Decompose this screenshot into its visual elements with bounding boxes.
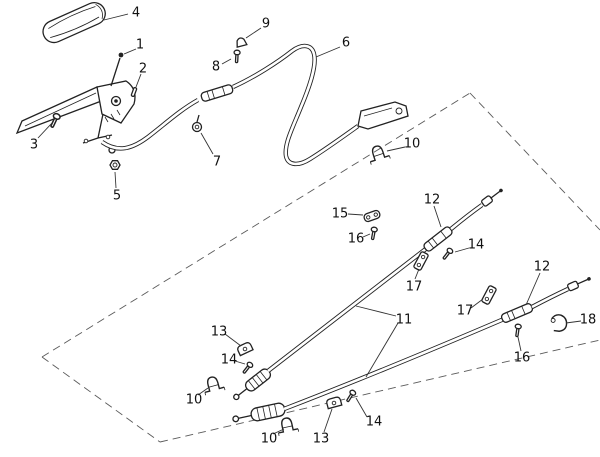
cable-end-rod-lower (566, 274, 593, 292)
callout-1-1: 1 (136, 38, 144, 53)
leader-5 (114, 171, 117, 189)
plane-edge-left (41, 356, 161, 443)
leader-17-upper (414, 268, 420, 280)
callout-2-2: 2 (139, 62, 147, 77)
callout-14-21: 14 (221, 353, 238, 368)
rear-cable-upper (233, 185, 506, 401)
callout-8-4: 8 (212, 60, 220, 75)
callout-10-23: 10 (261, 432, 278, 447)
leader-3 (37, 122, 53, 139)
callout-13-24: 13 (313, 432, 330, 447)
leader-9 (245, 27, 262, 39)
callout-16-12: 16 (348, 232, 365, 247)
leader-lines (37, 13, 582, 435)
callout-17-14: 17 (406, 280, 423, 295)
leader-10-front (386, 146, 406, 152)
release-button (118, 52, 124, 58)
front-cable-end-bracket (357, 101, 409, 130)
leader-16-lower (517, 336, 522, 352)
callout-11-17: 11 (396, 313, 413, 328)
leader-12-upper (433, 205, 442, 228)
callout-14-13: 14 (468, 238, 485, 253)
leader-8 (221, 58, 232, 65)
bracket-17-lower (480, 284, 498, 306)
rear-cable-lower (232, 274, 593, 423)
perspective-plane (41, 92, 600, 443)
leader-10-left (197, 387, 209, 396)
cable-end-boot-upper (233, 368, 272, 401)
leader-1 (123, 48, 137, 55)
leader-2 (135, 73, 142, 88)
callout-12-11: 12 (424, 193, 441, 208)
nut-5 (109, 160, 121, 170)
callout-5-8: 5 (113, 189, 121, 204)
clamp-13-left (235, 340, 254, 357)
leader-15 (347, 213, 364, 216)
callout-16-20: 16 (514, 351, 531, 366)
callout-13-19: 13 (211, 325, 228, 340)
leader-12-lower (525, 272, 541, 306)
callout-7-7: 7 (213, 155, 221, 170)
callout-14-25: 14 (366, 415, 383, 430)
clamp-10-left (200, 373, 226, 396)
leader-17-lower (470, 298, 484, 309)
handbrake-grip (42, 1, 106, 44)
leader-11-a (355, 305, 397, 317)
leader-16-upper (362, 233, 371, 238)
clevis-15 (363, 209, 381, 223)
callout-18-18: 18 (580, 313, 597, 328)
adjuster-12-lower (499, 301, 535, 325)
pin-2 (130, 86, 138, 98)
cable-end-barrel-lower (232, 402, 286, 423)
grommet-7 (191, 114, 203, 133)
callout-6-5: 6 (342, 36, 350, 51)
leader-14-left (234, 360, 246, 365)
leader-14-upper (454, 247, 470, 253)
plane-edge-bottom (159, 339, 600, 443)
leader-4 (103, 13, 129, 21)
lever-body (15, 52, 136, 144)
leader-10-bottom (272, 428, 285, 435)
hook-18 (550, 314, 568, 332)
clamp-10-bottom (275, 415, 300, 437)
front-cable-adjuster (199, 83, 235, 103)
leader-7 (200, 132, 214, 155)
clamp-10-front (365, 142, 391, 166)
leader-13-bottom (323, 408, 333, 433)
leader-6 (315, 46, 341, 58)
plane-edge-top (41, 92, 471, 358)
bolt-16-upper (368, 226, 379, 241)
callout-9-3: 9 (262, 17, 270, 32)
callout-12-15: 12 (534, 260, 551, 275)
clip-9 (236, 37, 248, 49)
cable-end-rod-upper (480, 185, 506, 208)
clamp-13-bottom (325, 395, 343, 410)
callout-3-6: 3 (30, 138, 38, 153)
leader-13-left (224, 333, 242, 347)
front-cable (100, 43, 409, 167)
callout-10-22: 10 (186, 393, 203, 408)
callout-10-9: 10 (404, 137, 421, 152)
callout-4-0: 4 (132, 6, 140, 21)
leader-11-b (365, 322, 399, 378)
bolt-16-lower (513, 323, 523, 338)
plane-edge-right (469, 92, 600, 231)
callout-17-16: 17 (457, 304, 474, 319)
bolt-14-upper (440, 246, 455, 262)
leader-14-bottom (355, 397, 368, 418)
bolt-14-bottom (344, 388, 358, 404)
callout-15-10: 15 (332, 207, 349, 222)
bolt-8 (232, 49, 241, 64)
leader-18 (565, 320, 582, 324)
